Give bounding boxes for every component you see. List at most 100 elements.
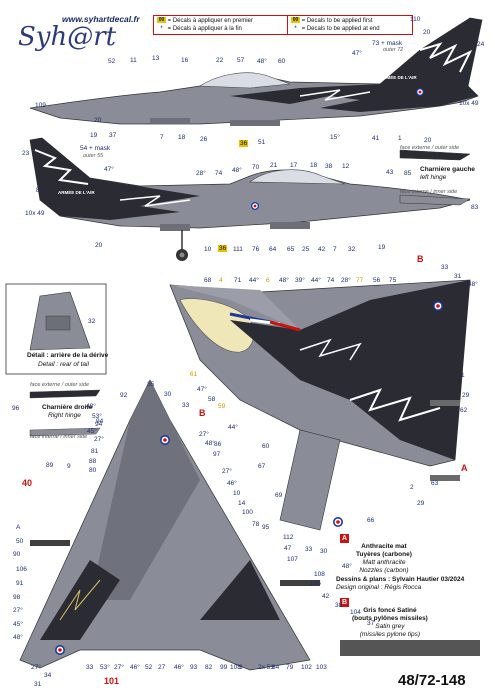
callout: 94	[96, 418, 104, 425]
callout: 48°	[13, 634, 23, 641]
callout: 110	[410, 16, 421, 23]
callout: 15°	[330, 134, 340, 141]
callout: 57	[237, 57, 245, 64]
callout: 20	[94, 117, 102, 124]
callout: 91	[16, 580, 24, 587]
callout: B	[199, 408, 206, 418]
callout: 42	[318, 246, 326, 253]
callout: 63	[431, 480, 439, 487]
credits: Dessins & plans : Sylvain Hautier 03/202…	[336, 576, 464, 592]
right-hinge-en: Right hinge	[48, 412, 81, 419]
callout: 29	[462, 392, 470, 399]
callout: 38	[325, 163, 333, 170]
callout: 1	[461, 372, 465, 379]
callout: 61	[190, 371, 198, 378]
right-hinge-fr: Charnière droite	[42, 404, 93, 411]
callout: 103	[316, 664, 327, 671]
plan-view-bottom	[19, 379, 320, 671]
callout: 43	[386, 169, 394, 176]
callout: 82	[205, 664, 213, 671]
callout: 93	[190, 664, 198, 671]
callout: 52	[145, 664, 153, 671]
callout: 78	[252, 521, 260, 528]
callout: 69	[275, 492, 283, 499]
callout: 31	[34, 681, 42, 688]
callout: 27°	[31, 664, 41, 671]
brand-logo: Syh@rt	[18, 22, 117, 52]
callout: 58	[208, 396, 216, 403]
legend-fr-first: = Décals à appliquer en premier	[167, 18, 253, 24]
callout: 111	[233, 246, 243, 253]
hinge-left-en: left hinge	[420, 174, 447, 181]
callout: 108	[230, 664, 241, 671]
callout: 11	[130, 57, 137, 64]
color-box-a: Anthracite mat Tuyères (carbone) Matt an…	[356, 543, 412, 575]
callout: 34	[44, 672, 52, 679]
callout: 24	[477, 41, 485, 48]
credits-line1: Dessins & plans : Sylvain Hautier 03/202…	[336, 576, 465, 583]
callout: 70	[252, 164, 260, 171]
callout: 79	[286, 664, 294, 671]
callout: 50	[16, 538, 24, 545]
callout: 97	[213, 451, 221, 458]
callout: 32	[348, 246, 356, 253]
hinge-right-swatches	[29, 389, 101, 437]
callout: 83	[471, 204, 479, 211]
callout: 21	[270, 162, 278, 169]
callout: 80	[89, 467, 97, 474]
callout: 74	[215, 170, 223, 177]
callout: 65	[287, 246, 295, 253]
callout: 47°	[104, 166, 114, 173]
callout: 54 + mask	[80, 145, 111, 152]
legend-en-first: = Decals to be applied first	[301, 18, 373, 24]
callout: 109	[35, 102, 46, 109]
color-a-title-fr: Anthracite mat	[361, 543, 407, 550]
callout: 37	[109, 132, 117, 139]
callout: 16	[181, 57, 189, 64]
callout: 10x 49	[25, 210, 45, 217]
fin-text-mid: ARMÉE DE L'AIR	[58, 188, 95, 195]
hinge-left-fr: Charnière gauche	[420, 166, 475, 173]
callout: 48°	[342, 563, 352, 570]
callout: 44°	[249, 277, 259, 284]
callout: 33	[182, 402, 190, 409]
callout: 30	[320, 548, 328, 555]
profile-right-side: ARMÉE DE L'AIR	[29, 17, 483, 126]
callout: 101	[104, 676, 120, 686]
callout: outer 55	[83, 153, 104, 159]
callout: 18	[178, 134, 186, 141]
callout: 42	[322, 593, 330, 600]
gradient-strip	[340, 640, 480, 656]
callout: 2x 53	[258, 664, 274, 671]
callout: 105	[310, 580, 321, 587]
callout: 81	[91, 448, 99, 455]
fin-text-top: ARMÉE DE L'AIR	[380, 73, 417, 80]
callout: 27	[158, 664, 166, 671]
callout: 32	[88, 318, 96, 325]
callout: 36	[218, 245, 228, 252]
callout: 85	[404, 170, 412, 177]
callout: 112	[283, 534, 294, 541]
callout: 45°	[13, 621, 23, 628]
callout: 5	[463, 77, 467, 84]
callout: 48°	[205, 440, 215, 447]
callout: 74	[327, 277, 335, 284]
color-box-a-letter: A	[341, 535, 348, 542]
callout: 46°	[227, 480, 237, 487]
callout: 68	[204, 277, 212, 284]
callout: 6	[266, 277, 270, 284]
callout: 3	[239, 664, 243, 671]
callout: 47°	[197, 386, 207, 393]
callout: 19	[90, 132, 98, 139]
callout: 18	[310, 162, 318, 169]
callout: 99	[220, 664, 228, 671]
callout: 60	[278, 58, 286, 65]
callout: 56	[373, 277, 381, 284]
callout: 17	[290, 162, 298, 169]
legend-fr-last: = Décals à appliquer à la fin	[167, 26, 242, 32]
callout: 33	[86, 664, 94, 671]
callout: 20	[95, 242, 103, 249]
callout: 10x 49	[459, 100, 479, 107]
